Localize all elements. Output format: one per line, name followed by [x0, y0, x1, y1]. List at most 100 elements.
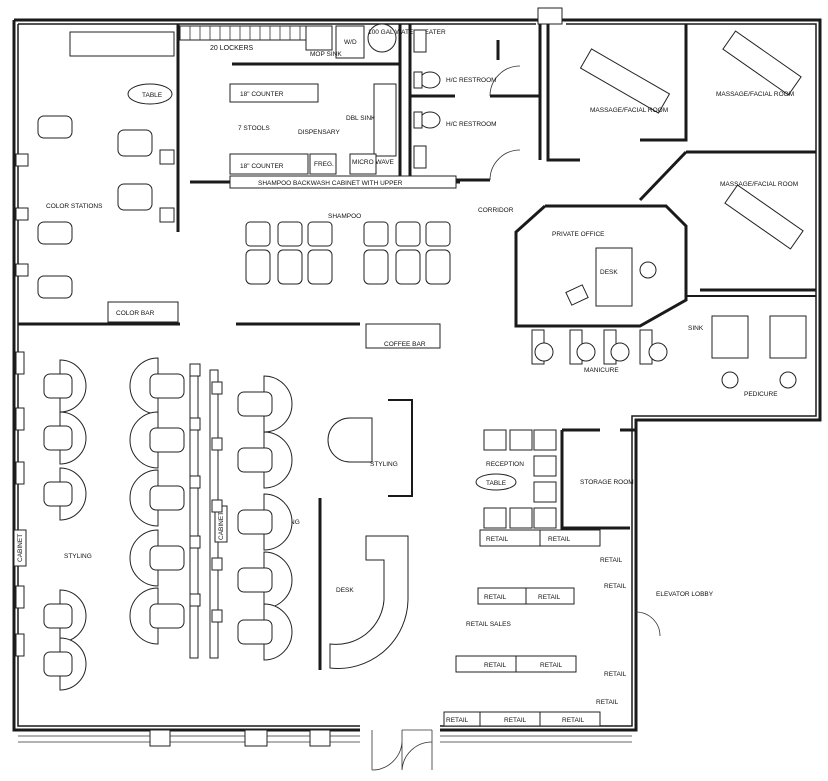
- mirror: [211, 499, 223, 513]
- styling-station: [129, 587, 159, 645]
- chair: [43, 481, 73, 507]
- mirror: [189, 475, 201, 489]
- shampoo-bowl: [307, 221, 333, 247]
- freg-label: FREG.: [314, 161, 334, 168]
- wd-label: W/D: [344, 39, 357, 46]
- chair: [117, 183, 153, 211]
- water-heater-label: 100 GAL WATER HEATER: [368, 29, 446, 36]
- shampoo-bowl: [245, 221, 271, 247]
- chair: [43, 651, 73, 677]
- mirror: [15, 585, 25, 609]
- chair: [149, 603, 185, 629]
- reception: RECEPTION TABLE: [475, 429, 557, 529]
- column: [149, 729, 171, 747]
- chair: [117, 129, 153, 157]
- chair: [237, 567, 273, 593]
- shampoo-chair: [363, 249, 389, 285]
- lockers-area: 20 LOCKERS: [179, 25, 307, 52]
- chair: [149, 373, 185, 399]
- chair: [43, 425, 73, 451]
- table: [127, 83, 173, 105]
- table-label: TABLE: [142, 92, 163, 99]
- mirror: [211, 609, 223, 623]
- shampoo-chair: [277, 249, 303, 285]
- chair: [237, 509, 273, 535]
- counter-bottom-label: 18" COUNTER: [240, 163, 284, 170]
- retail-label: RETAIL: [600, 557, 623, 564]
- chair: [43, 603, 73, 629]
- chair: [237, 391, 273, 417]
- coffee-bar: COFFEE BAR: [365, 323, 441, 349]
- entry-door[interactable]: [371, 729, 433, 771]
- mirror: [211, 381, 223, 395]
- shampoo-chair: [307, 249, 333, 285]
- styling-station: [59, 411, 87, 465]
- color-bar-label: COLOR BAR: [116, 310, 155, 317]
- wall-station: [15, 153, 29, 167]
- retail-label: RETAIL: [548, 536, 571, 543]
- styling-left: CABINET STYLING: [13, 529, 92, 567]
- chair: [37, 221, 73, 245]
- chair: [37, 275, 73, 299]
- shampoo-bowl: [425, 221, 451, 247]
- shampoo-bowl: [395, 221, 421, 247]
- styling-station: [263, 603, 293, 661]
- styling-station: [59, 467, 87, 521]
- shampoo-area: SHAMPOO CORRIDOR: [328, 207, 514, 220]
- restroom-1: H/C RESTROOM: [413, 29, 521, 97]
- cabinet-mid-label: CABINET: [218, 512, 225, 540]
- mirror: [15, 407, 25, 431]
- elevator-lobby: ELEVATOR LOBBY: [635, 591, 714, 637]
- shampoo-bowl: [277, 221, 303, 247]
- chair: [37, 115, 73, 139]
- retail-label: RETAIL: [538, 594, 561, 601]
- chair: [43, 373, 73, 399]
- massage-rooms: MASSAGE/FACIAL ROOM MASSAGE/FACIAL ROOM …: [579, 30, 804, 250]
- mirror: [211, 557, 223, 571]
- color-stations: TABLE COLOR STATIONS COLOR BAR: [46, 31, 179, 323]
- desk-curve-label: DESK: [336, 587, 354, 594]
- retail-label: RETAIL: [604, 671, 627, 678]
- private-office: PRIVATE OFFICE DESK: [552, 231, 657, 307]
- chair: [237, 619, 273, 645]
- private-office-label: PRIVATE OFFICE: [552, 231, 605, 238]
- pedicure-area: SINK PEDICURE: [688, 315, 807, 398]
- mirror: [189, 417, 201, 431]
- stools-label: 7 STOOLS: [238, 125, 270, 132]
- styling-nook: STYLING: [327, 417, 398, 468]
- manicure-label: MANICURE: [584, 367, 619, 374]
- retail-label: RETAIL: [446, 717, 469, 724]
- chair: [237, 447, 273, 473]
- storage-room-label: STORAGE ROOM: [580, 479, 634, 486]
- chair: [149, 485, 185, 511]
- side-table: [159, 207, 175, 223]
- curved-desk: DESK: [329, 535, 409, 669]
- massage-2-label: MASSAGE/FACIAL ROOM: [716, 91, 794, 98]
- mirror: [211, 437, 223, 451]
- column: [244, 729, 268, 747]
- retail-label: RETAIL: [604, 583, 627, 590]
- counter-top-label: 18" COUNTER: [240, 91, 284, 98]
- wall-station: [15, 263, 29, 277]
- reception-label: RECEPTION: [486, 461, 524, 468]
- shampoo-chair: [245, 249, 271, 285]
- styling-station: [263, 493, 293, 551]
- retail-sales-label: RETAIL SALES: [466, 621, 511, 628]
- retail-label: RETAIL: [484, 594, 507, 601]
- outer-walls: [12, 7, 822, 747]
- styling-station: [263, 375, 293, 433]
- micro-wave-label: MICRO WAVE: [352, 159, 395, 166]
- storage-room: STORAGE ROOM: [580, 479, 634, 486]
- restroom-1-label: H/C RESTROOM: [446, 77, 497, 84]
- retail-label: RETAIL: [596, 699, 619, 706]
- styling-station: [59, 637, 87, 691]
- retail-label: RETAIL: [540, 662, 563, 669]
- shampoo-chair: [425, 249, 451, 285]
- table-reception-label: TABLE: [486, 480, 507, 487]
- sink-label: SINK: [688, 325, 704, 332]
- shampoo-cabinet-label: SHAMPOO BACKWASH CABINET WITH UPPER: [258, 180, 403, 187]
- restroom-2-label: H/C RESTROOM: [446, 121, 497, 128]
- corridor-label: CORRIDOR: [478, 207, 514, 214]
- mirror: [15, 633, 25, 657]
